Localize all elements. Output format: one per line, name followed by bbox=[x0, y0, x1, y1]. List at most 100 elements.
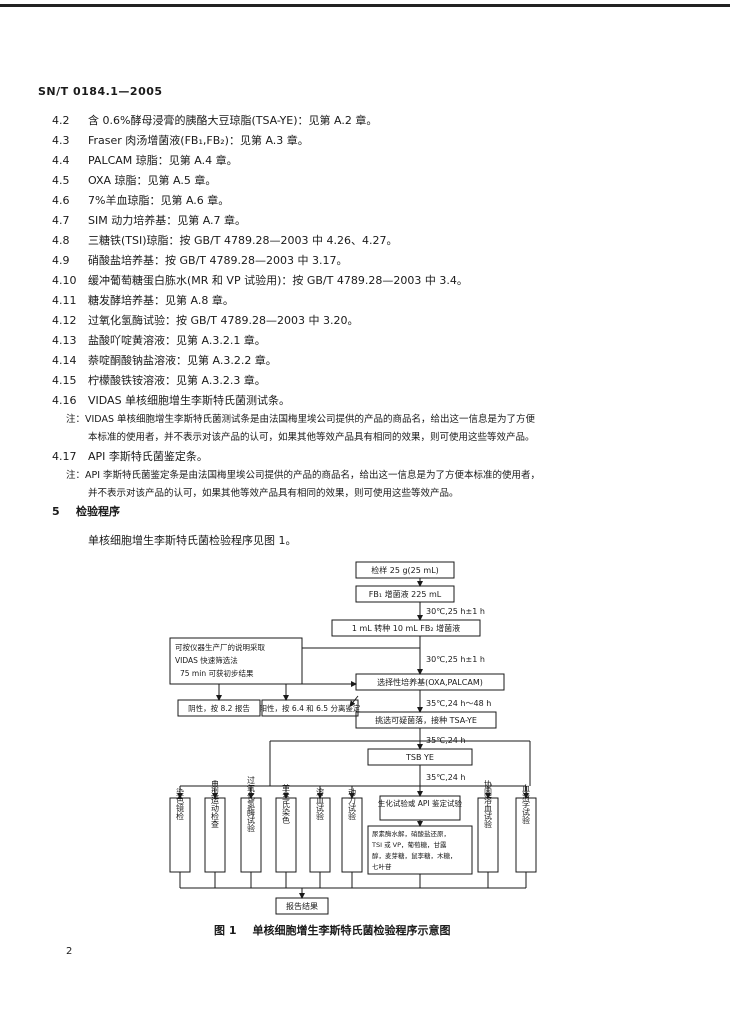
list-item: 4.4 PALCAM 琼脂：见第 A.4 章。 bbox=[52, 151, 692, 171]
fb1-box bbox=[355, 585, 455, 603]
note-api: 注：API 李斯特氏菌鉴定条是由法国梅里埃公司提供的产品的商品名，给出这一信息是… bbox=[52, 467, 692, 503]
section-heading: 5 检验程序 bbox=[52, 503, 120, 519]
item-number: 4.10 bbox=[52, 274, 77, 287]
flow-text: 1 mL 转种 10 mL FB₂ 增菌液 bbox=[352, 623, 460, 633]
item-text: 缓冲葡萄糖蛋白胨水(MR 和 VP 试验用)：按 GB/T 4789.28—20… bbox=[88, 274, 468, 287]
item-text: 柠檬酸铁铵溶液：见第 A.3.2.3 章。 bbox=[88, 374, 266, 387]
item-number: 4.7 bbox=[52, 214, 70, 227]
flow-text: 挑选可疑菌落，接种 TSA-YE bbox=[375, 715, 477, 725]
item-text: Fraser 肉汤增菌液(FB₁,FB₂)：见第 A.3 章。 bbox=[88, 134, 309, 147]
intro-paragraph: 单核细胞增生李斯特氏菌检验程序见图 1。 bbox=[88, 534, 297, 547]
test-box bbox=[275, 797, 297, 873]
item-number: 4.5 bbox=[52, 174, 70, 187]
flow-text: VIDAS 快速筛选法 bbox=[175, 655, 238, 665]
list-item: 4.2 含 0.6%酵母浸膏的胰酪大豆琼脂(TSA-YE)：见第 A.2 章。 bbox=[52, 111, 692, 131]
flow-text: 选择性培养基(OXA,PALCAM) bbox=[377, 677, 483, 687]
figure-title: 单核细胞增生李斯特氏菌检验程序示意图 bbox=[252, 924, 451, 937]
list-item: 4.6 7%羊血琼脂：见第 A.6 章。 bbox=[52, 191, 692, 211]
item-number: 4.3 bbox=[52, 134, 70, 147]
item-text: 7%羊血琼脂：见第 A.6 章。 bbox=[88, 194, 230, 207]
item-number: 4.4 bbox=[52, 154, 70, 167]
flow-text: 尿素酶水解，硝酸盐还原， bbox=[372, 829, 450, 838]
flow-condition: 35℃,24 h bbox=[426, 773, 466, 782]
note-line: 本标准的使用者，并不表示对该产品的认可，如果其他等效产品具有相同的效果，则可使用… bbox=[88, 432, 535, 443]
test-label: 溶血试验 bbox=[316, 787, 325, 821]
list-item: 4.3 Fraser 肉汤增菌液(FB₁,FB₂)：见第 A.3 章。 bbox=[52, 131, 692, 151]
test-box bbox=[309, 797, 331, 873]
item-text: 过氧化氢酶试验：按 GB/T 4789.28—2003 中 3.20。 bbox=[88, 314, 359, 327]
item-text: 盐酸吖啶黄溶液：见第 A.3.2.1 章。 bbox=[88, 334, 266, 347]
flow-condition: 30℃,25 h±1 h bbox=[426, 607, 485, 616]
biochem-box bbox=[379, 795, 461, 821]
item-number: 4.15 bbox=[52, 374, 77, 387]
item-number: 4.11 bbox=[52, 294, 77, 307]
test-box bbox=[204, 797, 226, 873]
item-text: PALCAM 琼脂：见第 A.4 章。 bbox=[88, 154, 238, 167]
test-label: 革兰氏染色 bbox=[282, 783, 291, 824]
test-label: 动力试验 bbox=[348, 787, 357, 821]
section-number: 5 bbox=[52, 505, 60, 518]
item-text: 三糖铁(TSI)琼脂：按 GB/T 4789.28—2003 中 4.26、4.… bbox=[88, 234, 398, 247]
item-text: API 李斯特氏菌鉴定条。 bbox=[88, 450, 208, 463]
list-item: 4.10 缓冲葡萄糖蛋白胨水(MR 和 VP 试验用)：按 GB/T 4789.2… bbox=[52, 271, 692, 291]
item-number: 4.8 bbox=[52, 234, 70, 247]
flow-text: 生化试验或 API 鉴定试验 bbox=[378, 798, 463, 808]
reagent-list: 4.2 含 0.6%酵母浸膏的胰酪大豆琼脂(TSA-YE)：见第 A.2 章。 4… bbox=[52, 111, 692, 503]
vidas-box bbox=[169, 637, 303, 685]
biochem-list-box bbox=[367, 825, 473, 875]
selective-box bbox=[355, 673, 505, 691]
page-number: 2 bbox=[66, 946, 73, 957]
item-number: 4.2 bbox=[52, 114, 70, 127]
flow-text: 阳性，按 6.4 和 6.5 分离鉴定 bbox=[260, 703, 361, 713]
report-box bbox=[275, 897, 329, 915]
item-text: VIDAS 单核细胞增生李斯特氏菌测试条。 bbox=[88, 394, 291, 407]
note-line: 注：VIDAS 单核细胞增生李斯特氏菌测试条是由法国梅里埃公司提供的产品的商品名… bbox=[66, 414, 535, 425]
flow-text: 阴性，按 8.2 报告 bbox=[188, 703, 250, 713]
note-vidas: 注：VIDAS 单核细胞增生李斯特氏菌测试条是由法国梅里埃公司提供的产品的商品名… bbox=[52, 411, 692, 447]
item-number: 4.9 bbox=[52, 254, 70, 267]
sample-box bbox=[355, 561, 455, 579]
item-text: 含 0.6%酵母浸膏的胰酪大豆琼脂(TSA-YE)：见第 A.2 章。 bbox=[88, 114, 378, 127]
negative-box bbox=[177, 699, 261, 717]
flow-text: 检样 25 g(25 mL) bbox=[371, 565, 439, 575]
transfer-box bbox=[331, 619, 481, 637]
arrow bbox=[349, 695, 359, 707]
section-title: 检验程序 bbox=[76, 505, 120, 518]
item-text: 硝酸盐培养基：按 GB/T 4789.28—2003 中 3.17。 bbox=[88, 254, 348, 267]
flow-condition: 35℃,24 h～48 h bbox=[426, 699, 491, 708]
flow-text: 75 min 可获初步结果 bbox=[180, 668, 254, 678]
list-item: 4.11 糖发酵培养基：见第 A.8 章。 bbox=[52, 291, 692, 311]
list-item: 4.15 柠檬酸铁铵溶液：见第 A.3.2.3 章。 bbox=[52, 371, 692, 391]
positive-box bbox=[261, 699, 359, 717]
flow-text: 七叶苷 bbox=[372, 862, 392, 871]
flow-text: TSB YE bbox=[405, 753, 434, 762]
figure-label: 图 1 bbox=[214, 924, 237, 937]
test-label: 典型运动检查 bbox=[211, 779, 220, 828]
note-line: 并不表示对该产品的认可，如果其他等效产品具有相同的效果，则可使用这些等效产品。 bbox=[88, 488, 459, 499]
list-item: 4.8 三糖铁(TSI)琼脂：按 GB/T 4789.28—2003 中 4.26… bbox=[52, 231, 692, 251]
list-item: 4.12 过氧化氢酶试验：按 GB/T 4789.28—2003 中 3.20。 bbox=[52, 311, 692, 331]
item-number: 4.14 bbox=[52, 354, 77, 367]
item-number: 4.6 bbox=[52, 194, 70, 207]
item-text: 糖发酵培养基：见第 A.8 章。 bbox=[88, 294, 234, 307]
test-label: 协同溶血试验 bbox=[484, 779, 493, 829]
standard-code: SN/T 0184.1—2005 bbox=[38, 85, 163, 98]
figure-caption: 图 1 单核细胞增生李斯特氏菌检验程序示意图 bbox=[214, 922, 450, 938]
flow-text: 报告结果 bbox=[286, 901, 318, 911]
test-box bbox=[341, 797, 363, 873]
flow-condition: 30℃,25 h±1 h bbox=[426, 655, 485, 664]
test-box bbox=[169, 797, 191, 873]
list-item: 4.13 盐酸吖啶黄溶液：见第 A.3.2.1 章。 bbox=[52, 331, 692, 351]
item-number: 4.12 bbox=[52, 314, 77, 327]
list-item: 4.9 硝酸盐培养基：按 GB/T 4789.28—2003 中 3.17。 bbox=[52, 251, 692, 271]
top-rule bbox=[0, 4, 730, 7]
tsbye-box bbox=[367, 748, 473, 766]
item-number: 4.17 bbox=[52, 450, 77, 463]
item-number: 4.13 bbox=[52, 334, 77, 347]
pick-box bbox=[355, 711, 497, 729]
flow-text: TSI 或 VP，葡萄糖，甘露 bbox=[371, 840, 447, 849]
